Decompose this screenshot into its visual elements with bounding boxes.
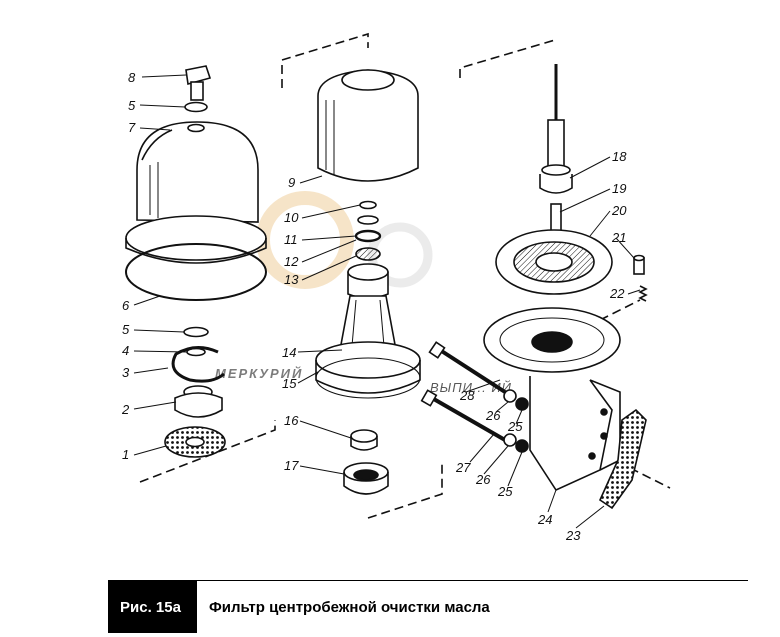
callout-26: 26 — [485, 408, 501, 423]
callout-10: 10 — [284, 210, 299, 225]
callout-24: 24 — [537, 512, 552, 527]
callout-8: 8 — [128, 70, 136, 85]
figure-tag: Рис. 15а — [108, 581, 197, 633]
callout-19: 19 — [612, 181, 626, 196]
callout-13: 13 — [284, 272, 299, 287]
callout-9: 9 — [288, 175, 295, 190]
callout-5: 5 — [122, 322, 130, 337]
callout-11: 11 — [284, 232, 298, 247]
callout-23: 23 — [565, 528, 581, 543]
exploded-view-diagram: МЕРКУРИЙ ВЫПИ... ИЙ — [121, 32, 671, 543]
figure-title: Фильтр центробежной очистки масла — [208, 598, 490, 616]
callout-15: 15 — [282, 376, 297, 391]
right-assembly — [420, 64, 648, 510]
callout-20: 20 — [611, 203, 627, 218]
callout-1: 1 — [122, 447, 129, 462]
callout-5: 5 — [128, 98, 136, 113]
assembly-guides — [139, 32, 671, 519]
figure-caption: Рис. 15а Фильтр центробежной очистки мас… — [108, 580, 748, 633]
callout-3: 3 — [122, 365, 130, 380]
callout-7: 7 — [128, 120, 136, 135]
callout-6: 6 — [122, 298, 130, 313]
center-assembly — [315, 69, 421, 495]
callout-17: 17 — [284, 458, 299, 473]
callout-25: 25 — [507, 419, 523, 434]
callout-26: 26 — [475, 472, 491, 487]
callouts: 8 5 7 6 5 4 3 2 1 9 10 11 12 13 14 15 16… — [121, 70, 627, 543]
left-assembly — [125, 65, 267, 458]
callout-25: 25 — [497, 484, 513, 499]
callout-4: 4 — [122, 343, 129, 358]
callout-14: 14 — [282, 345, 296, 360]
callout-12: 12 — [284, 254, 299, 269]
callout-22: 22 — [609, 286, 625, 301]
callout-27: 27 — [455, 460, 471, 475]
callout-16: 16 — [284, 413, 299, 428]
callout-18: 18 — [612, 149, 627, 164]
leader-lines — [133, 74, 641, 529]
callout-21: 21 — [611, 230, 626, 245]
callout-28: 28 — [459, 388, 475, 403]
watermark-text: МЕРКУРИЙ — [215, 365, 303, 381]
callout-2: 2 — [121, 402, 130, 417]
